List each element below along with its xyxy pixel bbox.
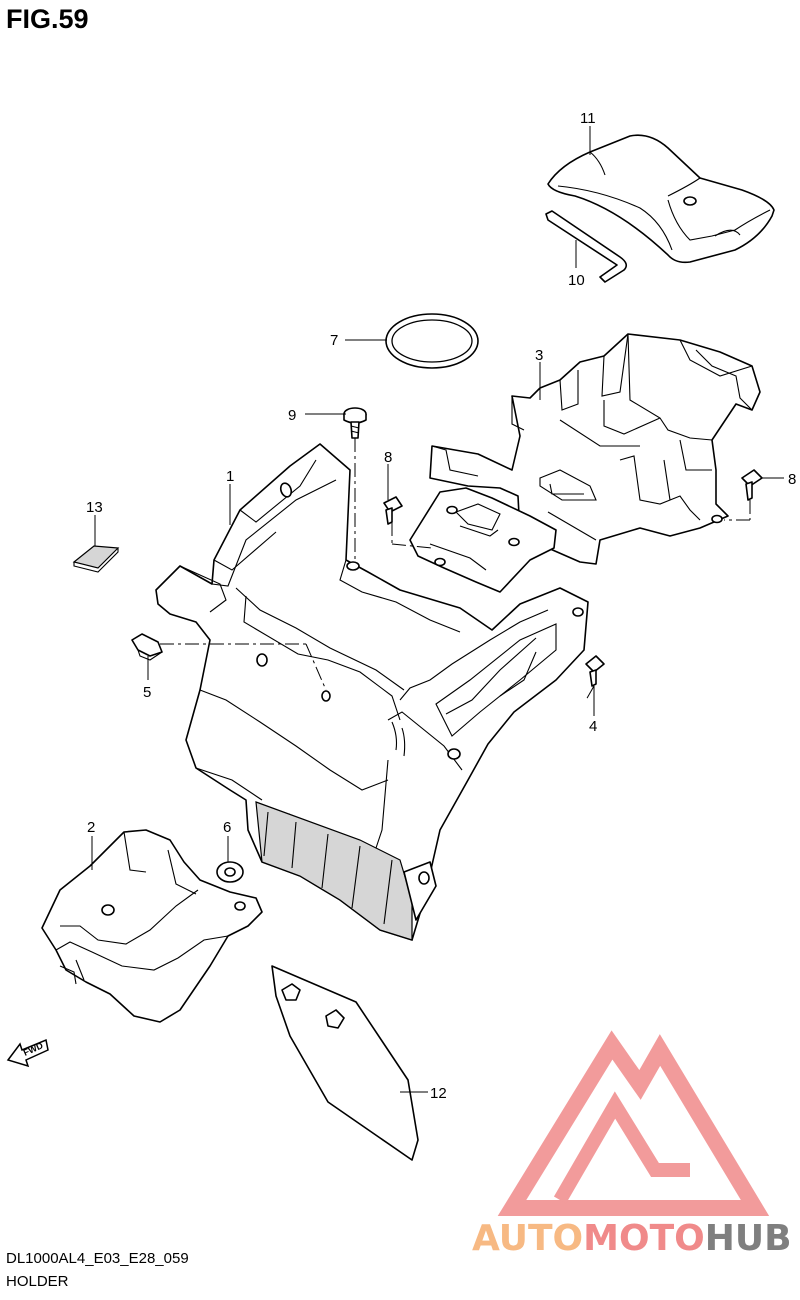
part-2-side-cover (41, 829, 263, 1023)
part-11-tool-bag (547, 134, 775, 264)
part-1-holder (155, 443, 589, 941)
callout-12: 12 (430, 1085, 447, 1102)
part-7-band (385, 313, 479, 369)
callout-7: 7 (330, 332, 338, 349)
part-6-grommet (216, 861, 244, 883)
part-8-screw-left (383, 496, 403, 525)
watermark-word-moto: MOTO (583, 1218, 705, 1259)
part-3-rear-bracket (429, 333, 761, 565)
part-3-center-plate (409, 487, 557, 593)
callout-4: 4 (589, 718, 597, 735)
figure-code: DL1000AL4_E03_E28_059 (6, 1250, 189, 1267)
callout-13: 13 (86, 499, 103, 516)
center-lines (160, 438, 751, 701)
figure-title: FIG.59 (6, 4, 89, 34)
watermark-text: AUTOMOTOHUB (472, 1218, 792, 1259)
part-8-screw-right (741, 469, 763, 501)
part-5-clip (131, 633, 163, 661)
callout-2: 2 (87, 819, 95, 836)
callout-3: 3 (535, 347, 543, 364)
part-4-screw (585, 655, 605, 687)
callout-8-left: 8 (384, 449, 392, 466)
callout-11: 11 (580, 110, 596, 127)
watermark-word-auto: AUTO (472, 1218, 584, 1259)
leader-lines (91, 126, 784, 1093)
figure-name: HOLDER (6, 1273, 69, 1290)
part-12-plate (271, 965, 419, 1161)
watermark-logo (497, 1030, 770, 1216)
part-9-screw (343, 407, 367, 439)
fwd-arrow-icon: FWD (6, 1038, 49, 1068)
callout-10: 10 (568, 272, 585, 289)
watermark-word-hub: HUB (704, 1218, 792, 1259)
callout-5: 5 (143, 684, 151, 701)
callout-1: 1 (226, 468, 234, 485)
callout-labels: 11 10 7 3 9 8 8 1 13 4 5 6 2 12 (86, 110, 796, 1102)
part-13-pad (72, 545, 120, 573)
part-10-hex-wrench (545, 210, 628, 283)
callout-6: 6 (223, 819, 231, 836)
callout-8-right: 8 (788, 471, 796, 488)
callout-9: 9 (288, 407, 296, 424)
